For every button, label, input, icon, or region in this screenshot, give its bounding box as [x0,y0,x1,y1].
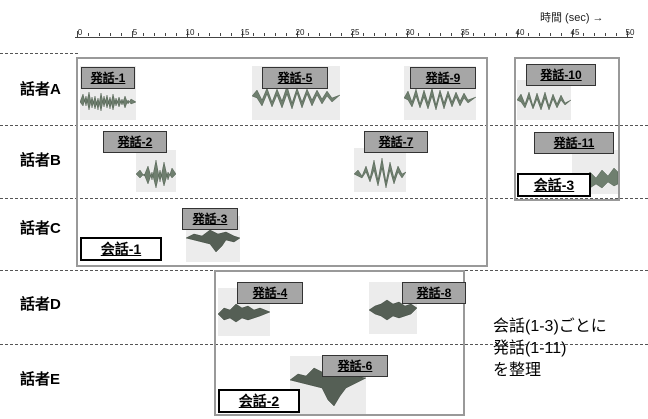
ruler-tick [253,33,254,36]
speaker-label-b: 話者B [20,152,61,169]
ruler-tick [286,33,287,36]
ruler-tick [308,33,309,36]
ruler-tick [451,33,452,36]
ruler-tick [88,33,89,36]
ruler-tick [429,33,430,36]
ruler-tick [506,33,507,36]
note-line-3: を整理 [493,362,542,379]
utterance-label-9: 発話-9 [410,67,476,89]
ruler-tick [143,33,144,36]
row-separator [0,53,78,54]
row-separator [0,198,648,199]
utterance-label-2: 発話-2 [103,131,167,153]
ruler-tick-label: 30 [405,28,415,37]
speaker-label-e: 話者E [20,371,61,388]
ruler-tick [407,31,408,37]
ruler-tick-label: 50 [625,28,635,37]
ruler-tick [605,33,606,36]
note-line-2: 発話(1-11) [493,340,567,357]
ruler-tick [99,33,100,36]
conversation-box-1 [76,57,488,267]
ruler-tick [385,33,386,36]
ruler-tick [616,33,617,36]
ruler-tick-label: 0 [77,28,83,37]
utterance-label-10: 発話-10 [526,64,596,86]
ruler-tick [539,33,540,36]
ruler-tick [264,33,265,36]
ruler-tick [572,31,573,37]
ruler-tick [561,33,562,36]
ruler-tick [550,33,551,36]
time-ruler [75,36,633,38]
ruler-tick [341,33,342,36]
conversation-label-3: 会話-3 [517,173,591,197]
ruler-tick [462,31,463,37]
ruler-tick [165,33,166,36]
ruler-tick [594,33,595,36]
conversation-box-2 [214,270,465,416]
ruler-tick-label: 5 [132,28,138,37]
ruler-tick [77,31,78,37]
utterance-label-3: 発話-3 [182,208,238,230]
row-separator [0,125,648,126]
utterance-label-8: 発話-8 [402,282,466,304]
speaker-label-d: 話者D [20,296,61,313]
conversation-label-2: 会話-2 [218,389,300,413]
ruler-tick [242,31,243,37]
ruler-tick-label: 40 [515,28,525,37]
ruler-tick [209,33,210,36]
ruler-tick [352,31,353,37]
waveform-7 [353,148,407,192]
ruler-tick [528,33,529,36]
ruler-tick-label: 20 [295,28,305,37]
ruler-tick [583,33,584,36]
ruler-tick [484,33,485,36]
ruler-tick [154,33,155,36]
conversation-label-1: 会話-1 [80,237,162,261]
utterance-label-4: 発話-4 [237,282,303,304]
utterance-label-1: 発話-1 [81,67,135,89]
utterance-label-5: 発話-5 [262,67,328,89]
waveform-2 [135,150,177,192]
ruler-tick [132,31,133,37]
ruler-tick [121,33,122,36]
ruler-tick [440,33,441,36]
ruler-tick [297,31,298,37]
ruler-tick [231,33,232,36]
speaker-label-c: 話者C [20,220,61,237]
axis-title: 時間 (sec) → [540,12,604,24]
note-text: 会話(1-3)ごとに 発話(1-11) を整理 [493,316,607,382]
utterance-label-11: 発話-11 [534,132,614,154]
ruler-tick [473,33,474,36]
ruler-tick [319,33,320,36]
ruler-tick [396,33,397,36]
waveform-10 [516,80,572,120]
ruler-tick-label: 45 [570,28,580,37]
ruler-tick-label: 25 [350,28,360,37]
ruler-tick-label: 10 [185,28,195,37]
ruler-tick [374,33,375,36]
ruler-tick [418,33,419,36]
row-separator [0,344,648,345]
ruler-tick [198,33,199,36]
conversation-box-3 [514,57,620,201]
ruler-tick [517,31,518,37]
ruler-tick [220,33,221,36]
ruler-tick-label: 15 [240,28,250,37]
ruler-tick [275,33,276,36]
ruler-tick [627,31,628,37]
ruler-tick [363,33,364,36]
note-line-1: 会話(1-3)ごとに [493,318,607,335]
ruler-tick [330,33,331,36]
utterance-label-7: 発話-7 [364,131,428,153]
ruler-tick [176,33,177,36]
ruler-tick [187,31,188,37]
ruler-tick [495,33,496,36]
utterance-label-6: 発話-6 [322,355,388,377]
ruler-tick-label: 35 [460,28,470,37]
ruler-tick [110,33,111,36]
speaker-label-a: 話者A [20,81,61,98]
